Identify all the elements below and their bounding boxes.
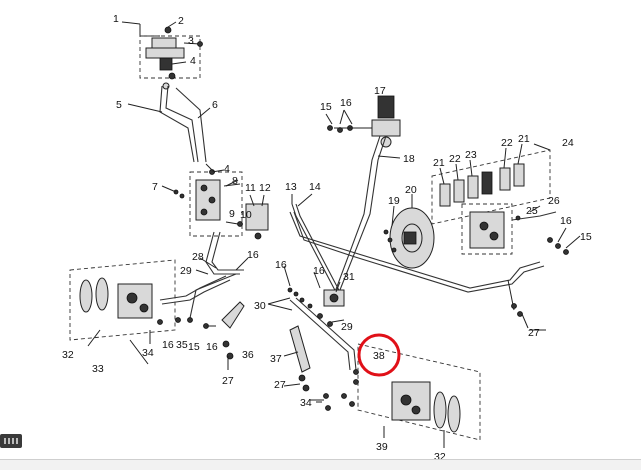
callout-27: 27 <box>274 379 286 391</box>
callout-30: 30 <box>254 300 266 312</box>
center-fittings <box>267 281 345 327</box>
callout-32: 32 <box>62 349 74 361</box>
valve-assembly <box>161 169 269 319</box>
callout-29: 29 <box>341 321 353 333</box>
callout-14: 14 <box>309 181 321 193</box>
callout-6: 6 <box>212 99 218 111</box>
callout-17: 17 <box>374 85 386 97</box>
callout-labels: 1 2 3 4 5 6 4 7 8 9 10 11 12 13 14 15 16… <box>62 13 592 463</box>
callout-16: 16 <box>162 339 174 351</box>
right-lower-caliper-group <box>357 343 481 448</box>
callout-23: 23 <box>465 149 477 161</box>
callout-20: 20 <box>405 184 417 196</box>
callout-15: 15 <box>188 341 200 353</box>
callout-4: 4 <box>224 163 230 175</box>
callout-35: 35 <box>176 339 188 351</box>
callout-7: 7 <box>152 181 158 193</box>
callout-3: 3 <box>188 35 194 47</box>
callout-8: 8 <box>232 175 238 187</box>
leader-lines <box>87 21 546 403</box>
callout-34: 34 <box>142 347 154 359</box>
callout-16: 16 <box>560 215 572 227</box>
callout-24: 24 <box>562 137 574 149</box>
callout-29: 29 <box>180 265 192 277</box>
callout-15: 15 <box>580 231 592 243</box>
callout-16: 16 <box>247 249 259 261</box>
callout-36: 36 <box>242 349 254 361</box>
callout-28: 28 <box>192 251 204 263</box>
brake-pads-group <box>431 143 551 225</box>
callout-39: 39 <box>376 441 388 453</box>
callout-26: 26 <box>548 195 560 207</box>
callout-25: 25 <box>526 205 538 217</box>
callout-22: 22 <box>449 153 461 165</box>
handlebar-master-cylinder <box>325 95 401 301</box>
brake-lines <box>289 203 545 371</box>
highlight-circle <box>357 333 401 377</box>
callout-32: 32 <box>434 451 446 463</box>
callout-19: 19 <box>388 195 400 207</box>
bottom-strip <box>0 459 641 470</box>
callout-15: 15 <box>320 101 332 113</box>
brake-disc <box>383 194 435 269</box>
callout-21: 21 <box>433 157 445 169</box>
callout-34: 34 <box>300 397 312 409</box>
right-caliper <box>461 203 581 255</box>
callout-27: 27 <box>528 327 540 339</box>
left-caliper-group <box>69 259 245 370</box>
callout-16: 16 <box>275 259 287 271</box>
callout-16: 16 <box>340 97 352 109</box>
master-cylinder-group <box>127 21 211 163</box>
callout-16: 16 <box>313 265 325 277</box>
callout-22: 22 <box>501 137 513 149</box>
callout-9: 9 <box>229 208 235 220</box>
callout-12: 12 <box>259 182 271 194</box>
callout-37: 37 <box>270 353 282 365</box>
callout-2: 2 <box>178 15 184 27</box>
callout-31: 31 <box>343 271 355 283</box>
callout-11: 11 <box>245 182 256 194</box>
corner-tab-icon <box>0 434 22 448</box>
callout-10: 10 <box>240 209 252 221</box>
lower-lever-group <box>283 325 359 411</box>
callout-5: 5 <box>116 99 122 111</box>
callout-13: 13 <box>285 181 297 193</box>
callout-16: 16 <box>206 341 218 353</box>
callout-21: 21 <box>518 133 530 145</box>
callout-27: 27 <box>222 375 234 387</box>
callout-38: 38 <box>373 350 385 362</box>
callout-1: 1 <box>113 13 119 25</box>
callout-18: 18 <box>403 153 415 165</box>
callout-33: 33 <box>92 363 104 375</box>
callout-4: 4 <box>190 55 196 67</box>
